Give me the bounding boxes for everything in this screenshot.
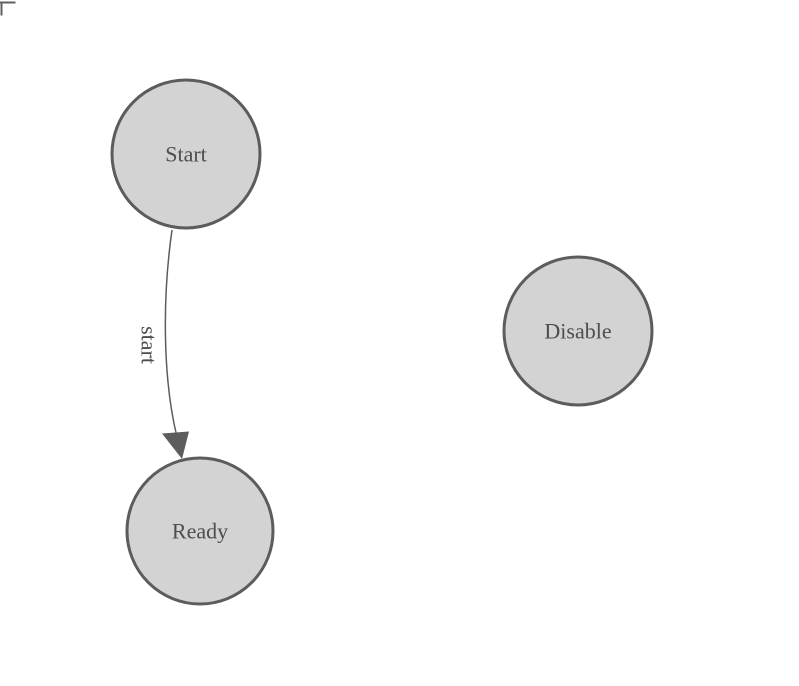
state-node-start[interactable]: Start	[110, 78, 262, 230]
canvas-corner-mark	[0, 1, 16, 16]
state-label-disable: Disable	[544, 319, 611, 344]
state-node-ready[interactable]: Ready	[125, 456, 275, 606]
edge-label: start	[137, 326, 162, 364]
edge-arrowhead-icon	[162, 431, 189, 459]
state-circle-ready[interactable]	[125, 456, 275, 606]
state-label-ready: Ready	[172, 519, 228, 544]
transition-edge-start-to-ready[interactable]: start	[137, 229, 190, 459]
edge-path[interactable]	[164, 229, 178, 438]
state-circle-disable[interactable]	[502, 255, 654, 407]
state-node-disable[interactable]: Disable	[502, 255, 654, 407]
state-circle-start[interactable]	[110, 78, 262, 230]
state-label-start: Start	[165, 142, 207, 167]
